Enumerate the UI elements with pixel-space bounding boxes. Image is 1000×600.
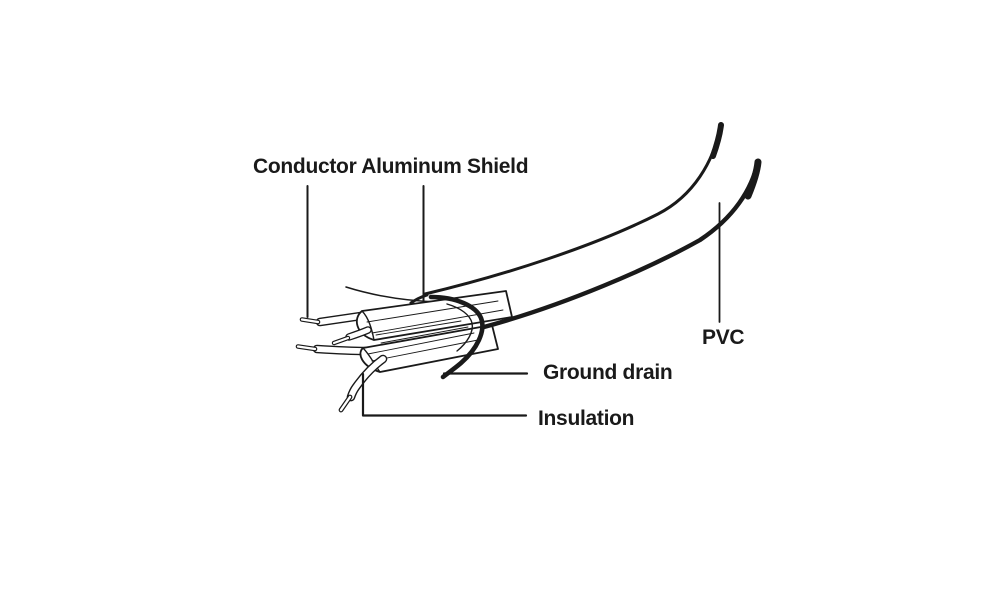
shield-tube-lower-seam-line-2 (367, 332, 475, 355)
inner-conductor-line (380, 326, 469, 344)
label-pvc: PVC (702, 326, 745, 349)
bare-conductor-tip-bottom-core (339, 395, 352, 412)
shield-tube-lower-opening-rim (362, 347, 381, 373)
label-conductor: Conductor (253, 155, 357, 178)
jacket-cut-edge-arc (428, 294, 485, 380)
label-insulation: Insulation (538, 407, 635, 430)
pvc-jacket-top-edge (423, 122, 723, 296)
inner-conductor-line-2 (375, 320, 462, 336)
insulation-leader-line (361, 372, 528, 417)
shield-tube-lower-seam-line (371, 339, 479, 362)
bare-conductor-tip-lower-left-core (296, 345, 317, 351)
insulated-wire-lower-left-core (314, 346, 369, 354)
aluminum-shield-tube-lower (359, 324, 499, 373)
pvc-jacket-top-edge-hook (409, 293, 429, 305)
shield-tube-upper-seam-line-2 (366, 300, 499, 323)
bare-conductor-tip-upper-left-core (300, 318, 320, 324)
label-aluminum-shield: Aluminum Shield (361, 155, 529, 178)
shield-tube-upper-opening-rim (361, 310, 375, 341)
label-ground-drain: Ground drain (543, 361, 673, 384)
insulated-wire-middle-core (346, 327, 371, 340)
pvc-jacket-bottom-edge (481, 158, 761, 330)
bare-conductor-tip-middle-core (332, 336, 350, 345)
pvc-jacket-bottom-edge-thick-tip (744, 158, 762, 200)
pvc-jacket-top-edge-thick-tip (710, 122, 724, 159)
label-conductor-aluminum-shield: Conductor Aluminum Shield (253, 155, 529, 178)
insulated-wire-bottom-core (348, 356, 386, 400)
jacket-cut-edge-inner-arc (446, 303, 474, 352)
